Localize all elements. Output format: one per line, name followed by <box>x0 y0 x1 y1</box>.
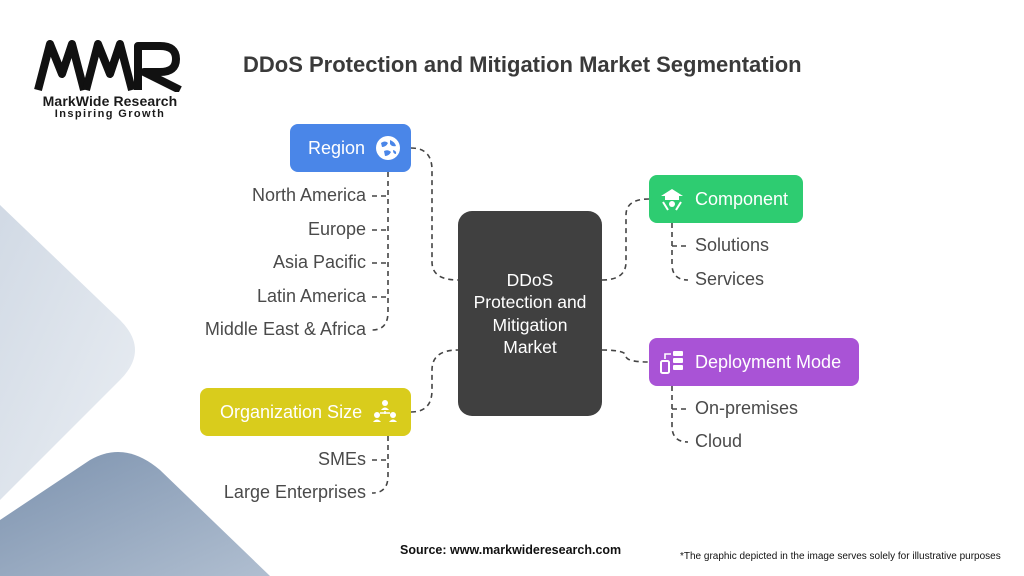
list-item: On-premises <box>695 398 799 418</box>
list-item: North America <box>251 185 366 205</box>
category-organization-size: Organization Size <box>200 388 411 436</box>
list-item: Solutions <box>695 235 770 255</box>
center-label: DDoS Protection and Mitigation Market <box>473 269 587 358</box>
category-label: Deployment Mode <box>695 351 842 372</box>
illustrative-note: *The graphic depicted in the image serve… <box>680 551 1001 562</box>
list-item: Large Enterprises <box>223 482 366 502</box>
category-component: Component <box>649 175 803 223</box>
component-icon <box>659 186 685 212</box>
people-network-icon <box>372 399 398 425</box>
markwide-logo-icon <box>34 40 182 92</box>
category-deployment-mode: Deployment Mode <box>649 338 859 386</box>
list-item: Europe <box>307 219 366 239</box>
category-label: Component <box>695 188 789 209</box>
globe-icon <box>375 135 401 161</box>
category-region: Region <box>290 124 411 172</box>
list-item: Services <box>695 269 765 289</box>
category-label: Region <box>308 137 366 158</box>
list-item: Latin America <box>256 286 366 306</box>
list-item: Cloud <box>695 431 743 451</box>
logo-tagline: Inspiring Growth <box>54 108 166 120</box>
list-item: Asia Pacific <box>272 252 366 272</box>
list-item: SMEs <box>317 449 366 469</box>
deployment-icon <box>659 349 685 375</box>
category-label: Organization Size <box>220 401 363 422</box>
page-title: DDoS Protection and Mitigation Market Se… <box>243 52 802 77</box>
source-credit: Source: www.markwideresearch.com <box>400 543 622 557</box>
center-market-node: DDoS Protection and Mitigation Market <box>458 211 602 416</box>
logo-name: MarkWide Research <box>42 93 178 109</box>
list-item: Middle East & Africa <box>204 319 366 339</box>
